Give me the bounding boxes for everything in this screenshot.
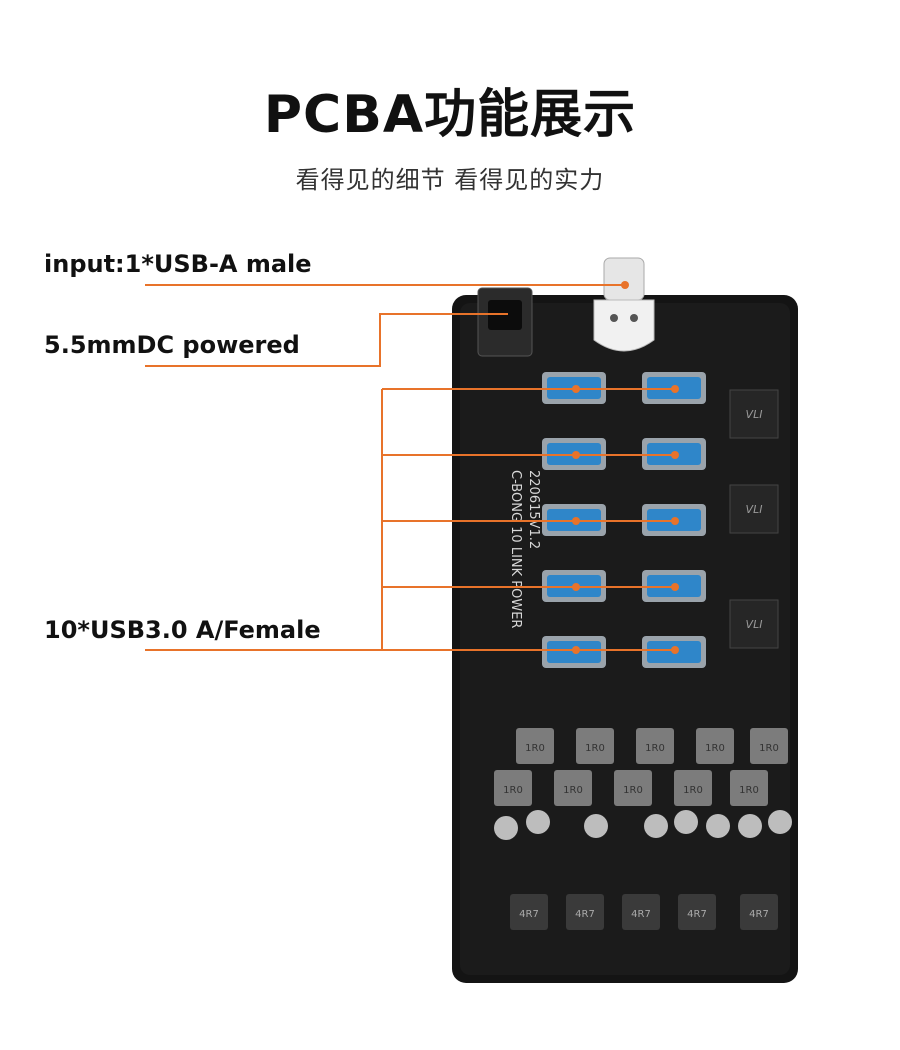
svg-text:4R7: 4R7 bbox=[687, 909, 707, 920]
hub-chip: VLI bbox=[729, 599, 779, 649]
svg-text:220615V1.2: 220615V1.2 bbox=[526, 470, 541, 549]
svg-text:4R7: 4R7 bbox=[575, 909, 595, 920]
svg-text:4R7: 4R7 bbox=[631, 909, 651, 920]
svg-text:1R0: 1R0 bbox=[683, 785, 703, 796]
svg-text:1R0: 1R0 bbox=[623, 785, 643, 796]
usb-input-hole bbox=[610, 314, 618, 322]
svg-text:1R0: 1R0 bbox=[645, 743, 665, 754]
callout-line-power bbox=[145, 313, 508, 367]
usb-input-plug bbox=[603, 257, 645, 301]
svg-text:1R0: 1R0 bbox=[739, 785, 759, 796]
callout-input-label: input:1*USB-A male bbox=[44, 250, 312, 278]
svg-text:1R0: 1R0 bbox=[585, 743, 605, 754]
svg-text:C-BONG 10 LINK POWER: C-BONG 10 LINK POWER bbox=[508, 470, 523, 628]
pcb-surface bbox=[460, 303, 790, 975]
callout-power-label: 5.5mmDC powered bbox=[44, 331, 300, 359]
svg-text:1R0: 1R0 bbox=[759, 743, 779, 754]
svg-text:4R7: 4R7 bbox=[749, 909, 769, 920]
hub-chip: VLI bbox=[729, 389, 779, 439]
callout-lines bbox=[145, 284, 675, 651]
svg-text:VLI: VLI bbox=[746, 503, 763, 516]
svg-text:1R0: 1R0 bbox=[563, 785, 583, 796]
svg-text:1R0: 1R0 bbox=[705, 743, 725, 754]
svg-text:1R0: 1R0 bbox=[525, 743, 545, 754]
svg-text:VLI: VLI bbox=[746, 618, 763, 631]
callout-line-ports-trunk bbox=[145, 389, 383, 651]
usb-input-housing bbox=[593, 299, 655, 352]
hub-chip: VLI bbox=[729, 484, 779, 534]
usb-input-hole bbox=[630, 314, 638, 322]
inductor-row: 4R7 4R7 4R7 4R7 4R7 bbox=[510, 894, 778, 930]
inductor-row: 1R0 1R0 1R0 1R0 1R0 bbox=[516, 728, 788, 764]
callout-dots bbox=[572, 281, 679, 654]
page-subtitle: 看得见的细节 看得见的实力 bbox=[295, 166, 605, 194]
callout-ports-label: 10*USB3.0 A/Female bbox=[44, 616, 321, 644]
page-title: PCBA功能展示 bbox=[263, 85, 637, 145]
svg-text:VLI: VLI bbox=[746, 408, 763, 421]
svg-text:4R7: 4R7 bbox=[519, 909, 539, 920]
svg-text:1R0: 1R0 bbox=[503, 785, 523, 796]
inductor-row: 1R0 1R0 1R0 1R0 1R0 bbox=[494, 770, 768, 806]
silkscreen: C-BONG 10 LINK POWER 220615V1.2 bbox=[508, 470, 541, 628]
capacitor-row bbox=[494, 810, 792, 840]
